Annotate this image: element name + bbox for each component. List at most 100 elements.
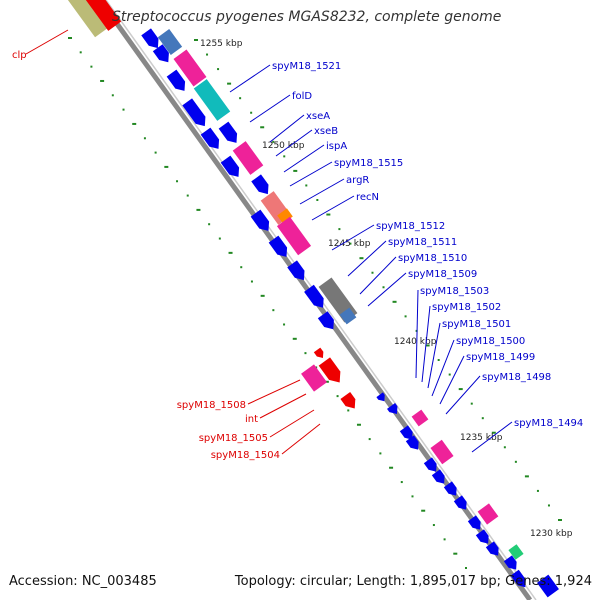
gc-outer-16 <box>240 266 243 269</box>
gc-outer-9 <box>164 165 169 168</box>
leader-fwd-0 <box>229 64 271 93</box>
gc-inner-2 <box>217 68 220 71</box>
gc-outer-35 <box>443 538 446 541</box>
gene-rev-2 <box>340 392 356 409</box>
gene-fwd-20 <box>317 311 334 330</box>
gene-low-12 <box>475 529 489 544</box>
gc-outer-26 <box>347 409 350 412</box>
gene-fwd-5 <box>193 79 231 121</box>
leader-fwd-5 <box>289 161 333 187</box>
gc-outer-25 <box>336 395 339 398</box>
gc-inner-7 <box>272 140 275 143</box>
gene-rev-1 <box>318 357 341 383</box>
gene-fwd-14 <box>276 216 312 256</box>
gene-fwd-17 <box>287 260 305 281</box>
gene-fwd-11 <box>251 174 269 195</box>
leader-fwd-3 <box>275 129 313 157</box>
gene-low-9 <box>453 495 467 510</box>
gc-inner-10 <box>305 184 308 187</box>
gc-inner-33 <box>558 519 562 521</box>
gc-outer-4 <box>111 94 114 97</box>
ruler-label-2: 1245 kbp <box>328 239 371 249</box>
gc-inner-31 <box>536 489 539 492</box>
gc-outer-27 <box>356 423 361 426</box>
gc-inner-25 <box>470 402 473 405</box>
gc-outer-7 <box>143 137 146 140</box>
ruler-label-0: 1255 kbp <box>200 39 243 49</box>
gc-dots <box>68 37 562 569</box>
gc-inner-28 <box>503 446 506 449</box>
gc-outer-22 <box>304 352 307 355</box>
gc-inner-30 <box>524 475 529 478</box>
leader-rev-2 <box>259 393 307 419</box>
gene-label-rev-0: clp <box>12 50 27 61</box>
leader-rev-3 <box>269 409 315 438</box>
gene-low-16 <box>510 569 526 588</box>
gc-outer-30 <box>389 466 394 469</box>
leader-fwd-11 <box>367 272 407 307</box>
leader-fwd-12 <box>415 289 419 379</box>
gene-fwd-2 <box>152 44 169 63</box>
gene-label-13: spyM18_1502 <box>432 302 501 313</box>
gc-outer-31 <box>400 481 403 484</box>
gc-inner-27 <box>491 431 496 434</box>
gene-label-rev-2: int <box>245 414 258 425</box>
leader-fwd-2 <box>269 114 305 143</box>
gc-inner-22 <box>437 359 440 361</box>
gc-outer-3 <box>100 79 105 82</box>
gene-fwd-8 <box>200 127 220 149</box>
gc-inner-13 <box>338 228 341 231</box>
gene-fwd-15 <box>250 209 270 231</box>
gene-label-9: spyM18_1511 <box>388 237 457 248</box>
leader-fwd-7 <box>311 195 355 221</box>
gc-inner-23 <box>448 373 451 376</box>
topology-text: Topology: circular; Length: 1,895,017 bp… <box>234 574 592 589</box>
gene-label-16: spyM18_1499 <box>466 352 535 363</box>
gc-inner-0 <box>194 39 198 41</box>
map-title: Streptococcus pyogenes MGAS8232, complet… <box>112 9 502 25</box>
gc-inner-26 <box>481 417 484 420</box>
gene-low-8 <box>443 481 457 496</box>
gene-label-1: folD <box>292 91 312 102</box>
gc-inner-1 <box>206 53 209 56</box>
gene-label-rev-1: spyM18_1508 <box>177 400 246 411</box>
gc-inner-14 <box>349 242 352 245</box>
leader-fwd-4 <box>283 144 325 173</box>
gc-outer-15 <box>228 251 233 254</box>
gc-inner-29 <box>514 460 517 463</box>
gene-label-7: recN <box>356 192 379 203</box>
leader-fwd-8 <box>331 224 375 251</box>
gc-outer-14 <box>218 237 221 240</box>
gene-label-6: argR <box>346 175 369 186</box>
gene-low-11 <box>467 515 481 530</box>
gene-low-4 <box>405 435 419 450</box>
gc-inner-5 <box>250 111 253 114</box>
gc-inner-11 <box>316 199 319 201</box>
gc-outer-32 <box>411 495 414 498</box>
gene-olive <box>68 0 108 38</box>
gc-outer-13 <box>208 223 211 226</box>
gc-inner-18 <box>392 300 397 303</box>
ruler-label-5: 1230 kbp <box>530 529 573 539</box>
gc-inner-17 <box>382 286 385 289</box>
leader-fwd-6 <box>299 178 345 205</box>
gene-label-4: ispA <box>326 141 347 152</box>
leader-fwd-15 <box>431 339 455 397</box>
gc-inner-32 <box>547 504 550 507</box>
gc-inner-4 <box>239 97 242 100</box>
gc-outer-29 <box>379 452 382 455</box>
gene-low-10 <box>477 503 499 525</box>
ruler-label-3: 1240 kbp <box>394 337 437 347</box>
gene-low-0 <box>376 392 385 402</box>
leader-fwd-17 <box>445 375 481 415</box>
gene-low-7 <box>431 469 445 484</box>
gene-label-0: spyM18_1521 <box>272 61 341 72</box>
gene-features <box>68 0 559 598</box>
accession-text: Accession: NC_003485 <box>9 574 157 589</box>
gc-outer-11 <box>186 194 189 197</box>
gc-outer-36 <box>453 552 458 555</box>
gene-low-3 <box>399 425 413 440</box>
gene-label-rev-3: spyM18_1505 <box>199 433 268 444</box>
